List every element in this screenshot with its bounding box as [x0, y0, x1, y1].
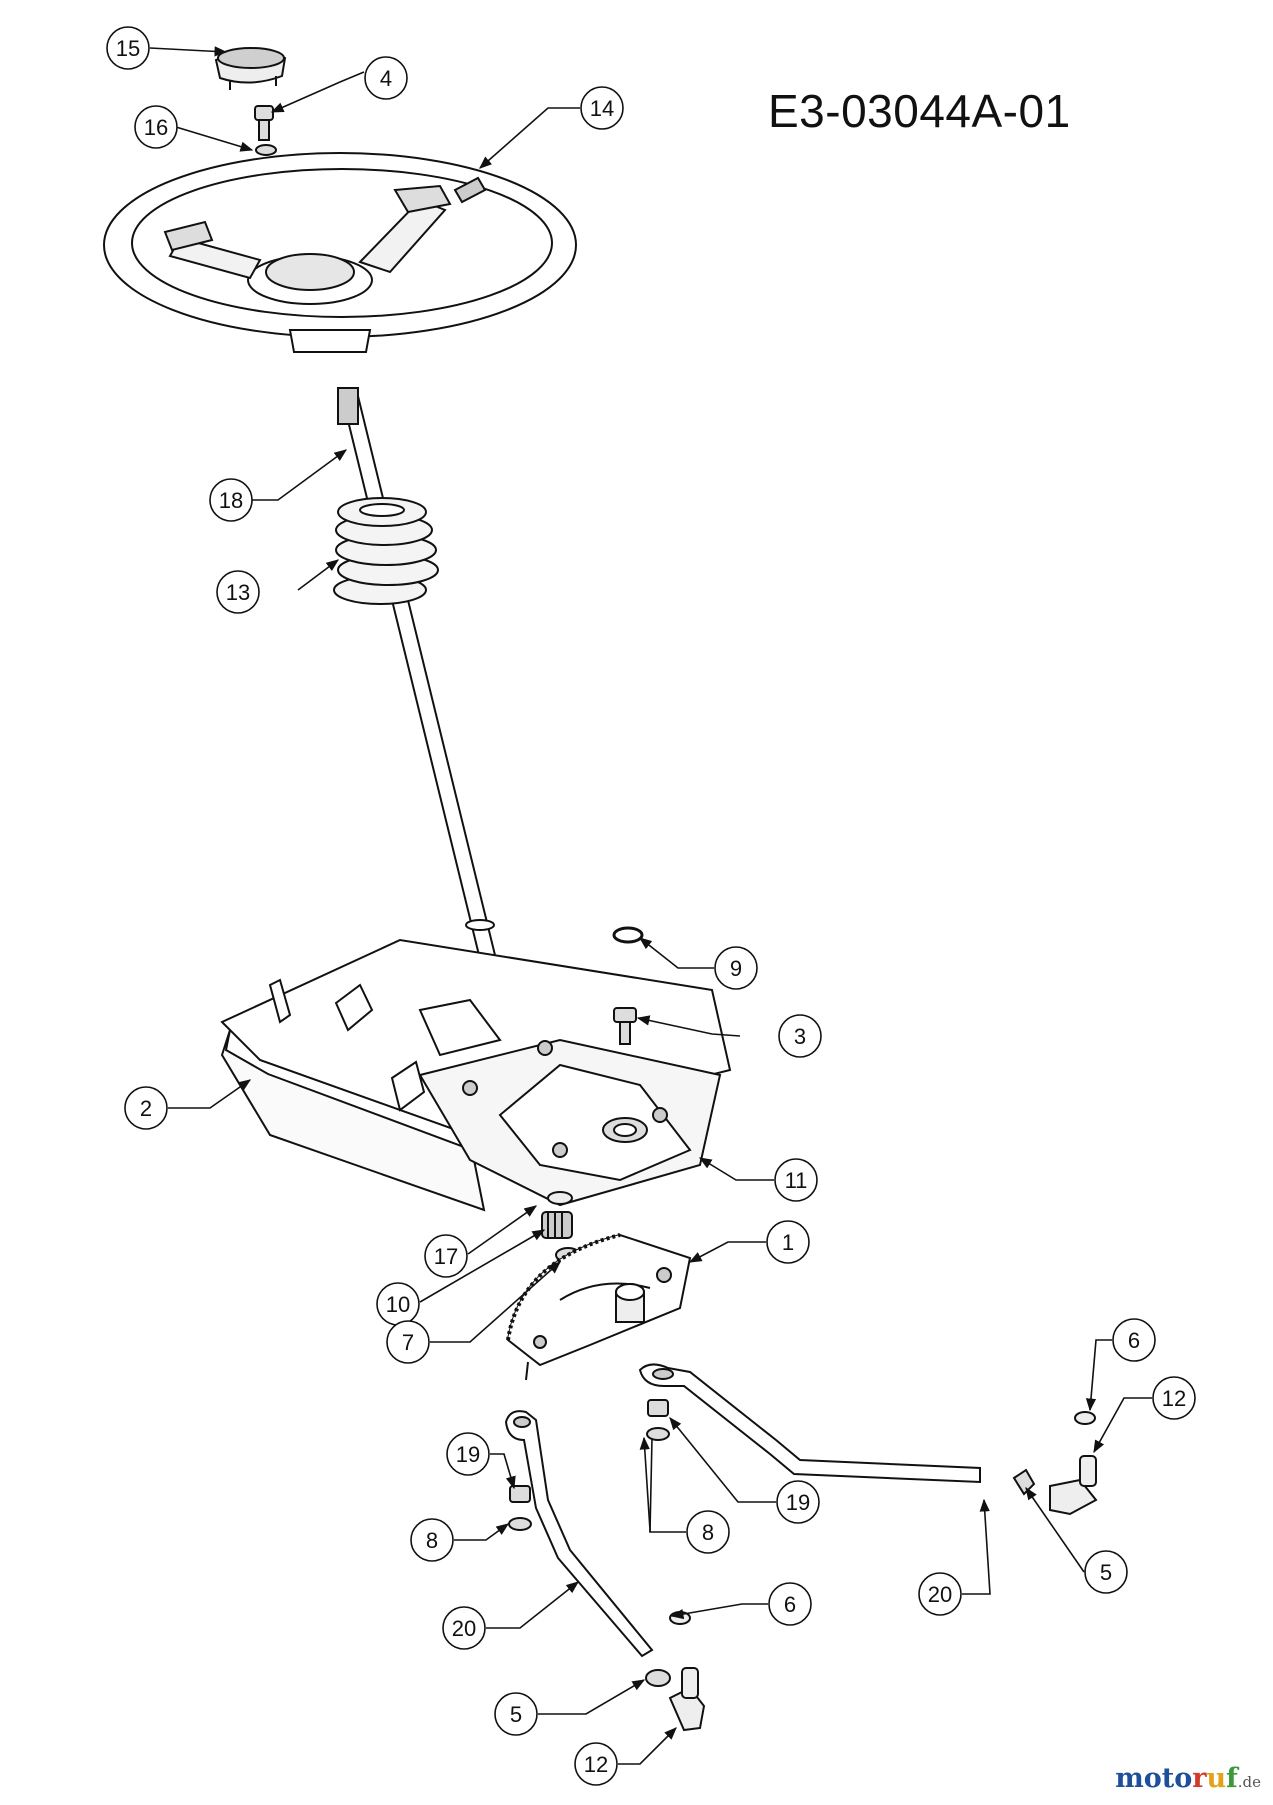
callout-3: 3	[778, 1014, 822, 1058]
svg-text:5: 5	[510, 1702, 522, 1727]
tie-rod-end-right	[1049, 1411, 1098, 1516]
svg-text:19: 19	[786, 1490, 810, 1515]
callout-2: 2	[124, 1086, 168, 1130]
svg-text:4: 4	[380, 66, 392, 91]
steering-wheel	[103, 152, 577, 353]
svg-text:12: 12	[584, 1752, 608, 1777]
svg-text:12: 12	[1162, 1386, 1186, 1411]
drag-link-left	[504, 1410, 654, 1658]
svg-text:6: 6	[784, 1592, 796, 1617]
callout-1: 1	[766, 1220, 810, 1264]
svg-text:8: 8	[426, 1528, 438, 1553]
svg-text:9: 9	[730, 956, 742, 981]
steering-shaft	[337, 387, 510, 1013]
jam-nut-left	[645, 1669, 671, 1687]
callout-14: 14	[580, 86, 624, 130]
svg-text:13: 13	[226, 580, 250, 605]
callout-20: 20	[442, 1606, 486, 1650]
callout-7: 7	[386, 1320, 430, 1364]
callout-8: 8	[686, 1510, 730, 1554]
svg-text:15: 15	[116, 36, 140, 61]
callout-11: 11	[774, 1158, 818, 1202]
callout-9: 9	[714, 946, 758, 990]
hex-nut-upper	[646, 1399, 670, 1441]
callout-5: 5	[494, 1692, 538, 1736]
svg-text:11: 11	[785, 1168, 808, 1193]
svg-text:20: 20	[452, 1616, 476, 1641]
svg-text:7: 7	[402, 1330, 414, 1355]
drag-link-right	[638, 1363, 981, 1484]
callout-5: 5	[1084, 1550, 1128, 1594]
svg-text:19: 19	[456, 1442, 480, 1467]
callout-12: 12	[1152, 1376, 1196, 1420]
callout-4: 4	[364, 56, 408, 100]
hub-bolt	[254, 105, 274, 141]
svg-text:5: 5	[1100, 1560, 1112, 1585]
callout-18: 18	[209, 478, 253, 522]
jam-nut-right	[1012, 1468, 1036, 1496]
svg-text:16: 16	[144, 115, 168, 140]
bushing-washer	[547, 1191, 573, 1205]
snap-ring	[612, 926, 644, 944]
callout-12: 12	[574, 1742, 618, 1786]
svg-text:17: 17	[434, 1244, 458, 1269]
svg-text:2: 2	[140, 1096, 152, 1121]
svg-text:10: 10	[386, 1292, 410, 1317]
hub-cap	[214, 47, 287, 90]
tie-rod-end-left	[668, 1611, 706, 1732]
callout-10: 10	[376, 1282, 420, 1326]
hex-nut-lower	[508, 1485, 532, 1531]
svg-text:8: 8	[702, 1520, 714, 1545]
callout-6: 6	[768, 1582, 812, 1626]
diagram-code: E3-03044A-01	[768, 85, 1071, 137]
callout-17: 17	[424, 1234, 468, 1278]
shaft-bellows	[333, 497, 439, 605]
svg-text:14: 14	[590, 96, 614, 121]
steering-support-plate	[220, 938, 732, 1212]
svg-text:1: 1	[782, 1230, 794, 1255]
leader-lines	[149, 46, 1152, 1765]
callout-16: 16	[134, 105, 178, 149]
callout-19: 19	[776, 1480, 820, 1524]
callout-20: 20	[918, 1572, 962, 1616]
callout-19: 19	[446, 1432, 490, 1476]
svg-text:6: 6	[1128, 1328, 1140, 1353]
pinion-gear	[541, 1211, 573, 1239]
washer	[255, 144, 277, 156]
callout-8: 8	[410, 1518, 454, 1562]
svg-text:18: 18	[219, 488, 243, 513]
svg-text:3: 3	[794, 1024, 806, 1049]
callout-15: 15	[106, 26, 150, 70]
callout-13: 13	[216, 570, 260, 614]
svg-text:20: 20	[928, 1582, 952, 1607]
sector-gear	[506, 1233, 692, 1381]
callout-6: 6	[1112, 1318, 1156, 1362]
mounting-bolt	[613, 1007, 637, 1045]
watermark-logo: motoruf.de	[1115, 1763, 1261, 1794]
